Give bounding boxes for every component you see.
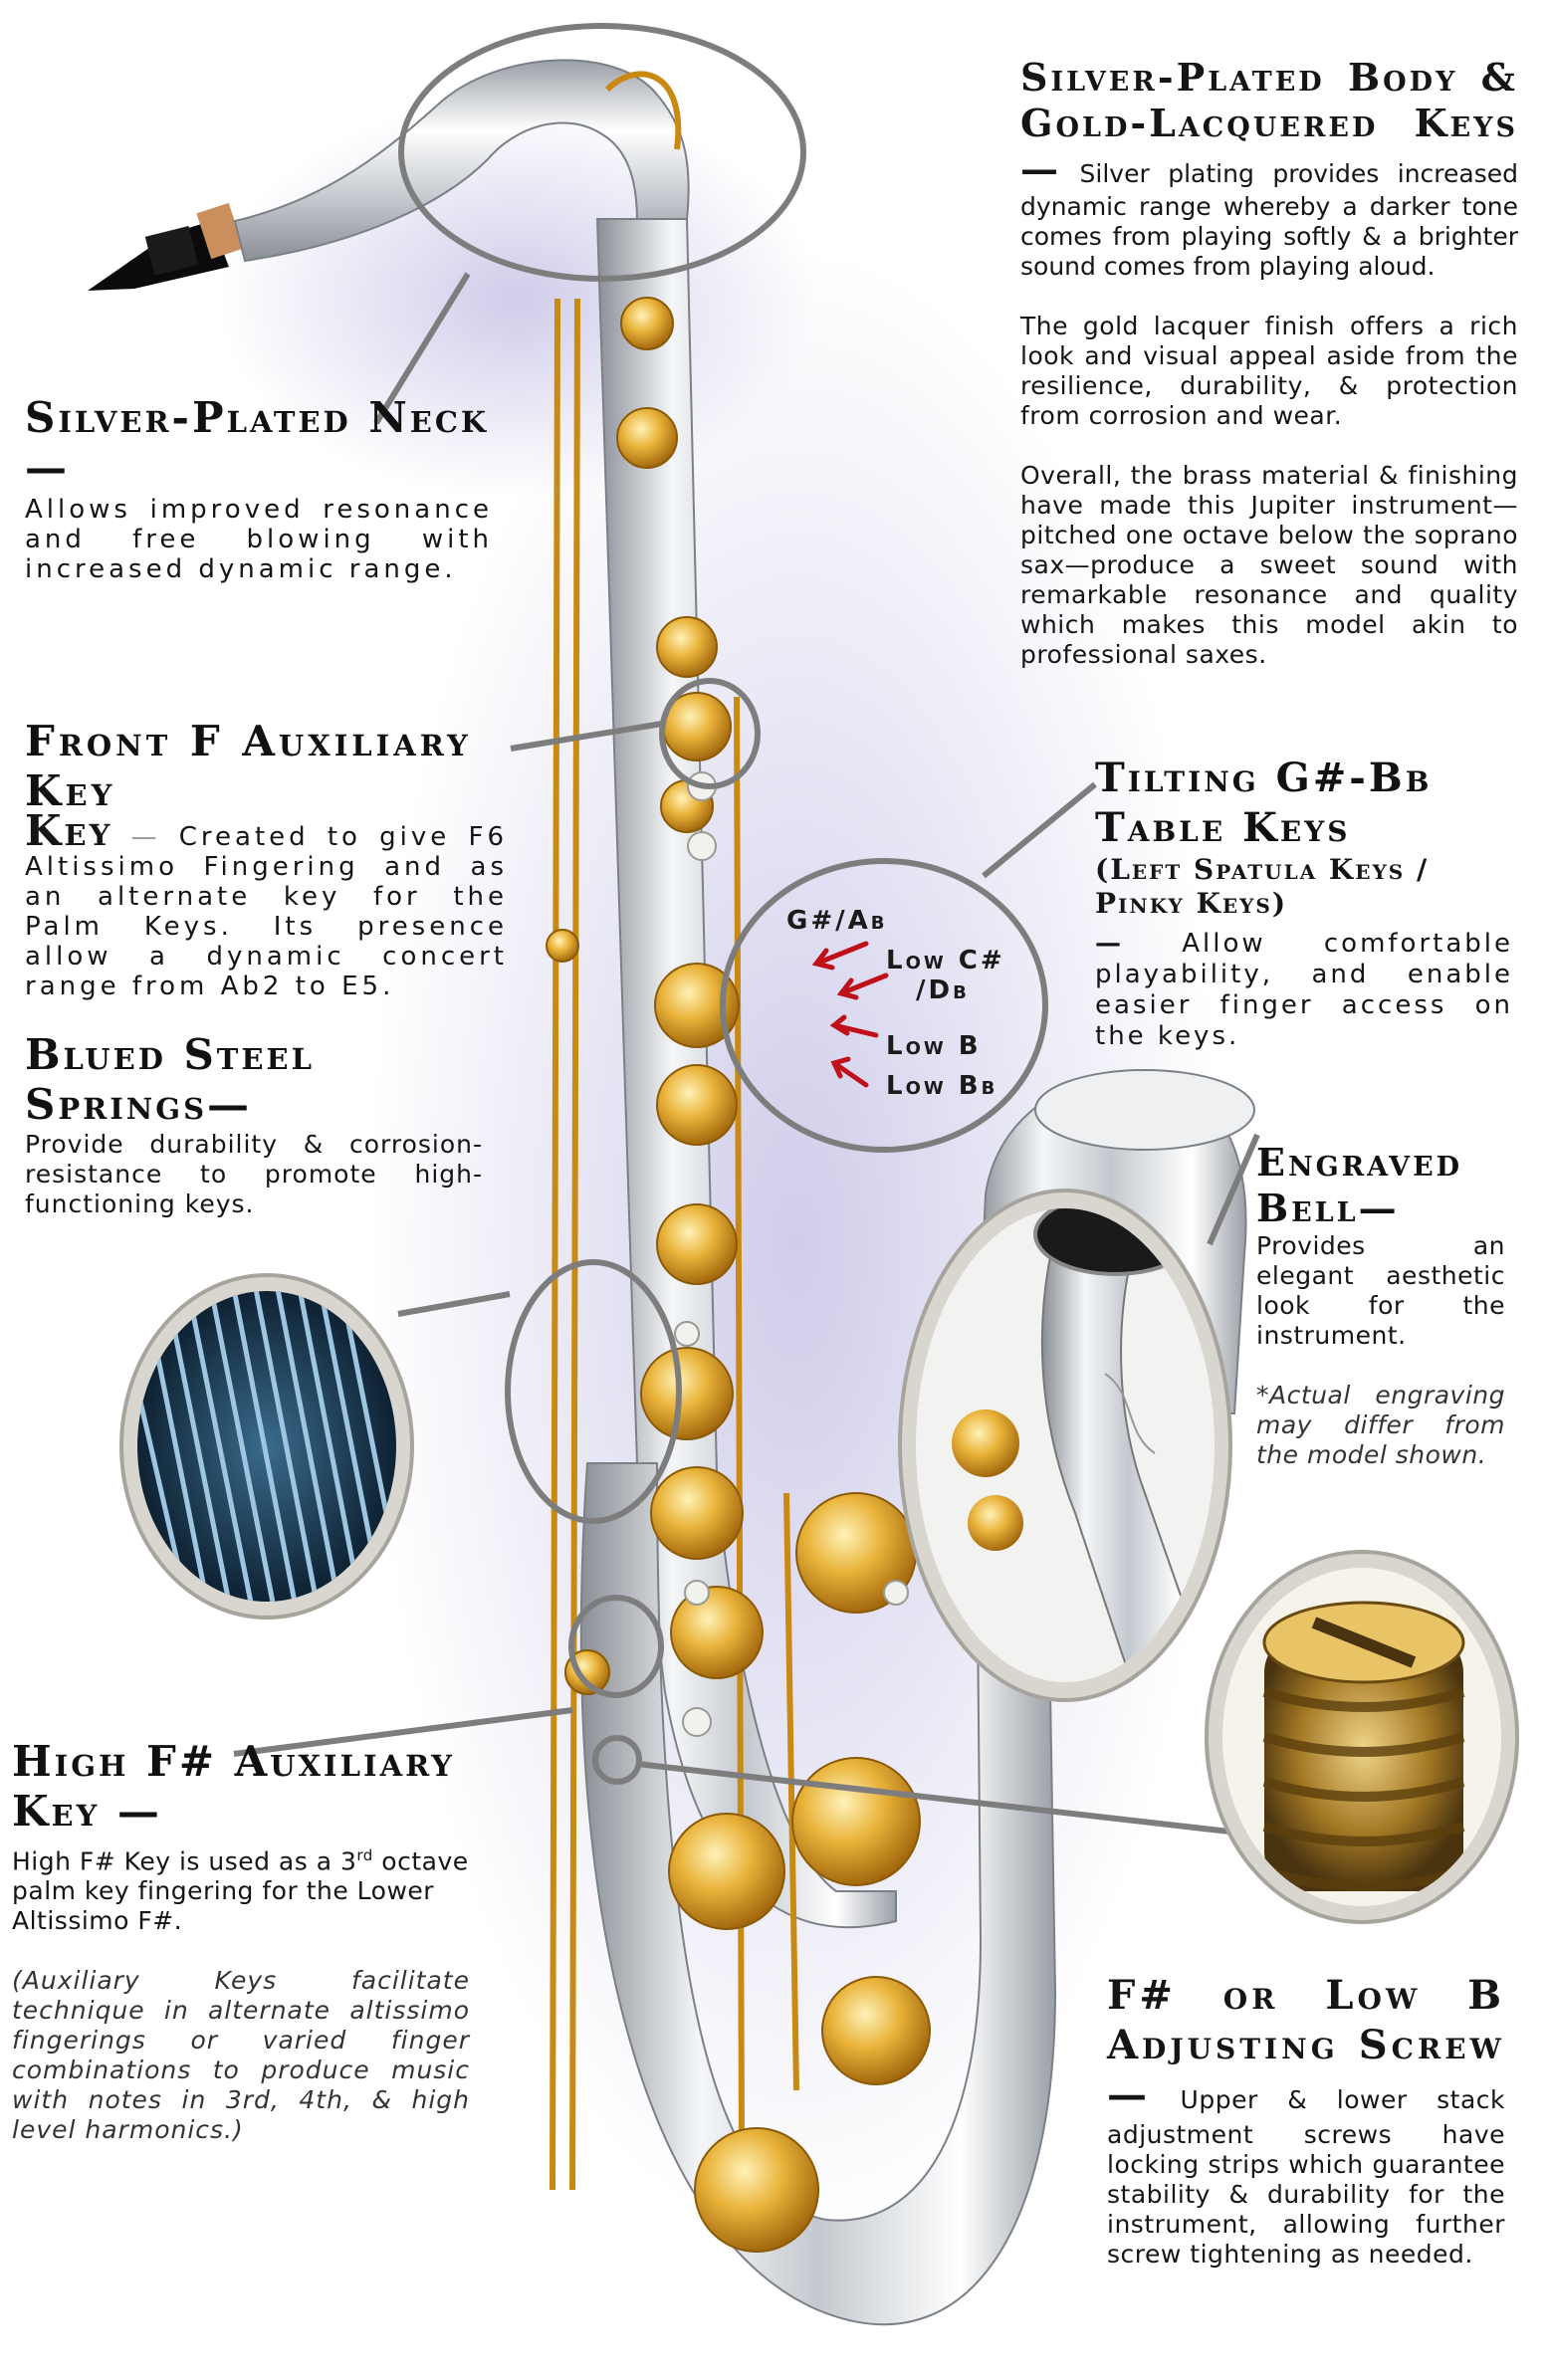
springs-callout: Blued Steel Springs— Provide durability …: [25, 1030, 483, 1219]
body-keys-title: Silver-Plated Body & Gold-Lacquered Keys…: [1020, 55, 1518, 191]
tilting-subtitle: (Left Spatula Keys / Pinky Keys): [1095, 853, 1430, 920]
front-f-text: Created to give F6 Altissimo Fingering a…: [25, 822, 508, 1001]
bell-note: *Actual engraving may differ from the mo…: [1256, 1381, 1505, 1469]
high-fs-body: High F# Key is used as a 3rd octave palm…: [12, 1846, 469, 1936]
front-f-title: Front F Auxiliary Key: [25, 717, 472, 815]
screw-title: F# or Low B Adjusting Screw—: [1107, 1972, 1505, 2118]
neck-title: Silver-Plated Neck—: [25, 393, 490, 492]
bell-callout: Engraved Bell— Provides an elegant aesth…: [1256, 1140, 1505, 1470]
tilting-body: — Allow comfortable playability, and ena…: [1095, 929, 1513, 1051]
neck-body: Allows improved resonance and free blowi…: [25, 495, 493, 584]
key-label-gs-ab: G#/Ab: [786, 906, 888, 936]
key-label-low-cs: Low C#: [886, 946, 1005, 975]
bell-engraving-closeup: [898, 1189, 1232, 1702]
front-f-body: Key — Created to give F6 Altissimo Finge…: [25, 810, 508, 1002]
key-label-low-b: Low B: [886, 1031, 982, 1061]
front-f-key-word: Key: [25, 806, 113, 855]
tilting-callout: Tilting G#-Bb Table Keys (Left Spatula K…: [1095, 754, 1513, 1052]
bell-body: Provides an elegant aesthetic look for t…: [1256, 1231, 1505, 1350]
springs-closeup: [119, 1273, 414, 1620]
adjusting-screw-closeup: [1205, 1550, 1519, 1924]
screw-text: F# or Low B Adjusting Screw— Upper & low…: [1107, 1971, 1505, 2270]
tilting-title: Tilting G#-Bb Table Keys: [1095, 755, 1433, 851]
body-keys-text: Silver-Plated Body & Gold-Lacquered Keys…: [1020, 55, 1518, 282]
body-keys-body: Silver plating provides increased dynami…: [1020, 159, 1518, 281]
high-fs-callout: High F# Auxiliary Key — High F# Key is u…: [12, 1737, 470, 2145]
screw-callout: F# or Low B Adjusting Screw— Upper & low…: [1107, 1971, 1505, 2270]
springs-body: Provide durability & corrosion-resistanc…: [25, 1130, 483, 1218]
body-keys-para3: Overall, the brass material & finishing …: [1020, 461, 1518, 669]
key-label-low-bb: Low Bb: [886, 1071, 998, 1101]
high-fs-title: High F# Auxiliary Key —: [12, 1737, 455, 1836]
bell-title: Engraved Bell—: [1256, 1140, 1463, 1230]
front-f-callout: Front F Auxiliary Key Key — Created to g…: [25, 717, 508, 1001]
body-keys-para2: The gold lacquer finish offers a rich lo…: [1020, 312, 1518, 430]
front-f-dash: —: [130, 822, 161, 852]
springs-title: Blued Steel Springs—: [25, 1030, 315, 1129]
key-label-db: /Db: [916, 975, 970, 1005]
screw-body: Upper & lower stack adjustment screws ha…: [1107, 2085, 1506, 2269]
high-fs-note: (Auxiliary Keys facilitate technique in …: [12, 1966, 470, 2145]
body-keys-callout: Silver-Plated Body & Gold-Lacquered Keys…: [1020, 55, 1518, 670]
neck-callout: Silver-Plated Neck— Allows improved reso…: [25, 393, 493, 584]
